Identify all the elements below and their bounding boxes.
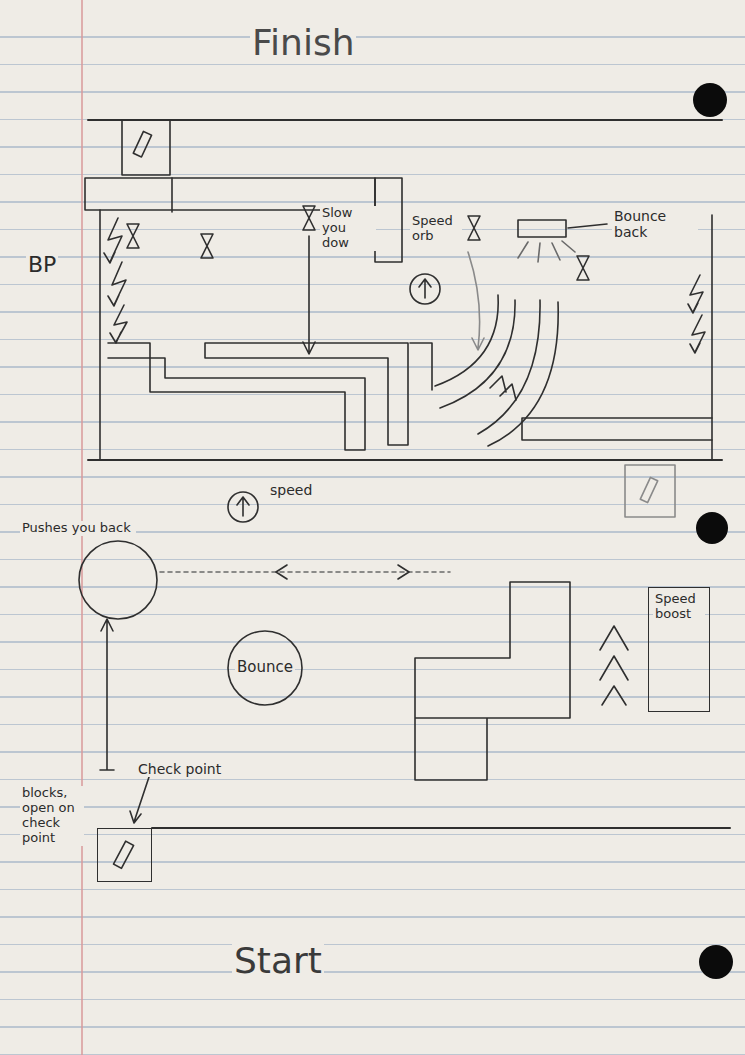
hourglass-obstacle [201, 234, 213, 258]
gate-key [133, 131, 151, 157]
maze-wall [522, 418, 712, 440]
node-text: Bounce [235, 659, 295, 676]
note-label: Bounce back [612, 208, 698, 240]
ramp [440, 300, 515, 408]
push-arrow [110, 305, 127, 343]
speed-orb [228, 492, 258, 522]
node-text: Check point [136, 761, 223, 777]
orb-path [468, 252, 484, 350]
wall-line [152, 827, 730, 829]
binder-holes [693, 83, 733, 979]
maze-wall [410, 343, 432, 390]
wall-line [99, 210, 101, 460]
block-obstacle [415, 582, 570, 780]
maze-wall [205, 343, 408, 445]
gate-box [625, 465, 675, 517]
bounce-pad [518, 220, 566, 237]
note-label: Slow you dow [320, 206, 376, 251]
ramp [435, 295, 498, 386]
maze-wall [108, 343, 365, 450]
checkpoint-box: Check point [97, 828, 152, 882]
binder-hole [699, 945, 733, 979]
leader-line [568, 224, 607, 228]
note-label: Speed orb [410, 214, 462, 244]
gate-key [640, 477, 657, 502]
circle-outline [78, 540, 158, 620]
leader-arrow [130, 774, 150, 823]
node-text: Speed boost [653, 592, 705, 622]
push-arrow [104, 218, 122, 263]
push-track [160, 571, 450, 573]
top-pillar [375, 178, 402, 262]
hourglass-obstacle [468, 216, 480, 240]
bounce-circle: Bounce [227, 630, 303, 706]
orb-arrow [237, 497, 249, 516]
binder-hole [693, 83, 727, 117]
orb-arrow [419, 279, 431, 298]
distance-line [100, 619, 114, 770]
ramp [488, 302, 558, 446]
wall-line [711, 215, 713, 460]
track-arrow [276, 565, 287, 579]
hourglass-obstacle [303, 206, 315, 230]
drop-arrow [303, 236, 315, 354]
node-text: Pushes you back [20, 521, 136, 536]
checkpoint-key [113, 841, 133, 868]
binder-hole [696, 512, 728, 544]
finish-gate [122, 120, 170, 175]
push-arrow [690, 315, 705, 353]
speed-orb [410, 274, 440, 304]
bounce-rays [518, 241, 575, 262]
wall-line [88, 459, 722, 461]
level-walls [85, 120, 730, 868]
speed-boost-pad: Speed boost [648, 587, 710, 712]
push-arrow [108, 262, 126, 306]
margin-note: blocks, open on check point [20, 786, 84, 846]
start-label: Start [232, 940, 324, 981]
circle-shape [79, 541, 157, 619]
push-back-circle: Pushes you back [78, 540, 158, 620]
ramp-chevrons [490, 376, 516, 400]
push-arrow [688, 275, 703, 313]
speed-chevrons [600, 626, 628, 705]
track-arrow [398, 565, 409, 579]
zone-label: BP [26, 252, 58, 277]
finish-label: Finish [250, 22, 356, 63]
wall-line [171, 178, 173, 212]
hourglass-obstacle [577, 256, 589, 280]
note-label: speed [268, 482, 314, 498]
ramp [478, 300, 540, 434]
hourglass-obstacle [127, 224, 139, 248]
wall-line [88, 119, 722, 121]
circle-shape [228, 631, 302, 705]
